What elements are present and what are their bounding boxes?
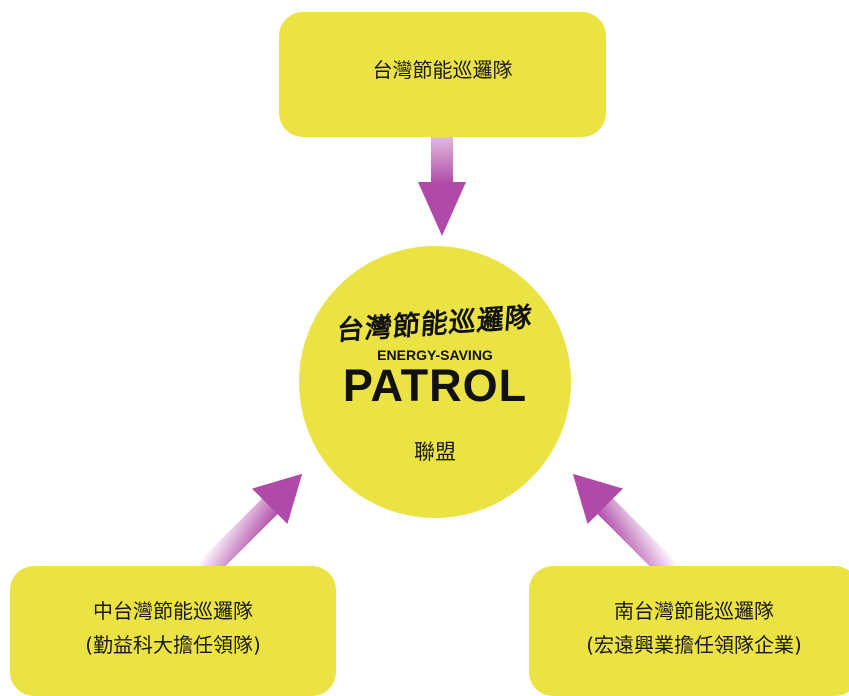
left-node-central-taiwan-patrol: 中台灣節能巡邏隊 (勤益科大擔任領隊) [10, 566, 336, 696]
logo-english-title: PATROL [342, 360, 528, 411]
left-node-subtitle: (勤益科大擔任領隊) [85, 633, 261, 657]
left-node-title: 中台灣節能巡邏隊 [92, 599, 253, 623]
center-node-alliance: 台灣節能巡邏隊 ENERGY-SAVING PATROL 聯盟 [299, 246, 571, 518]
right-node-subtitle: (宏遠興業擔任領隊企業) [586, 633, 802, 657]
right-node-title: 南台灣節能巡邏隊 [613, 599, 774, 623]
right-node-south-taiwan-patrol: 南台灣節能巡邏隊 (宏遠興業擔任領隊企業) [529, 566, 849, 696]
logo-chinese-title: 台灣節能巡邏隊 [335, 302, 534, 347]
top-node-label: 台灣節能巡邏隊 [372, 57, 513, 82]
logo-english-subtitle: ENERGY-SAVING [377, 347, 493, 363]
top-node-taiwan-patrol: 台灣節能巡邏隊 [279, 12, 606, 137]
alliance-label: 聯盟 [414, 440, 456, 464]
